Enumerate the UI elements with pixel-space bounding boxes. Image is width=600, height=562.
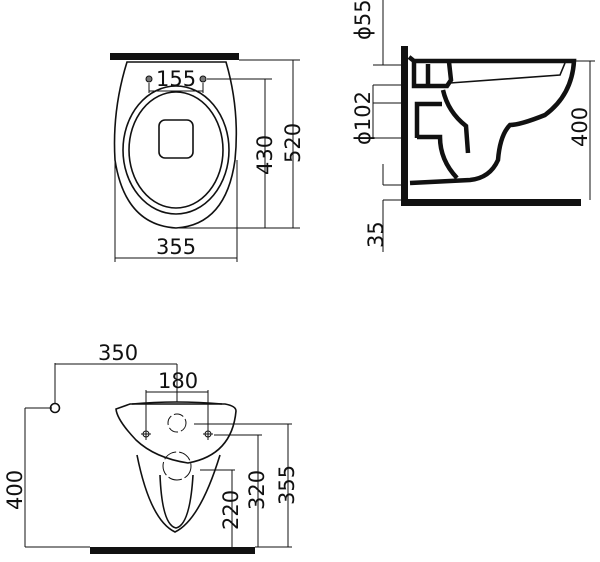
floor-line [401,199,581,206]
bolt-hole-left [145,75,153,83]
dim-front-inlet-center-height: 355 [275,465,299,505]
dim-top-bolt-spacing: 155 [156,67,196,91]
dim-front-inlet-height: 400 [3,470,27,510]
wall-plate-top [110,53,239,60]
outlet-ring [162,451,192,481]
dim-side-height: 400 [568,107,592,147]
hinge-block [158,119,194,159]
inlet-ring [167,413,187,433]
side-view: ϕ55 ϕ102 35 400 [351,0,595,252]
front-view: 350 400 180 [3,341,299,554]
bowl-front-upper [115,403,237,464]
pedestal-inner [159,474,194,529]
dim-side-floor-offset: 35 [364,221,388,248]
inlet-pipe [411,61,454,89]
floor-plate [90,547,255,554]
dim-front-outlet-height: 220 [219,490,243,530]
dim-top-bowl-length: 430 [253,135,277,175]
seat-outer [122,85,230,215]
outlet-pipe-bottom [417,134,459,180]
dim-side-outlet-diameter: ϕ102 [351,91,375,145]
dim-top-overall-length: 520 [281,123,305,163]
bowl-front-pedestal [136,454,221,533]
wall-vertical [401,46,408,206]
bowl-profile [407,55,577,186]
dim-front-bolt-spacing: 180 [158,369,198,393]
dim-front-inlet-offset: 350 [98,341,138,365]
dim-front-bolt-height: 320 [245,470,269,510]
dim-top-width: 355 [156,235,196,259]
dim-side-inlet-diameter: ϕ55 [351,0,375,40]
bolt-hole-right [199,75,207,83]
seat-inner [128,91,224,209]
outlet-pipe-top [414,101,442,138]
trap-inner [440,89,471,154]
rim-line [449,62,566,84]
top-view: 155 430 520 355 [110,53,305,262]
